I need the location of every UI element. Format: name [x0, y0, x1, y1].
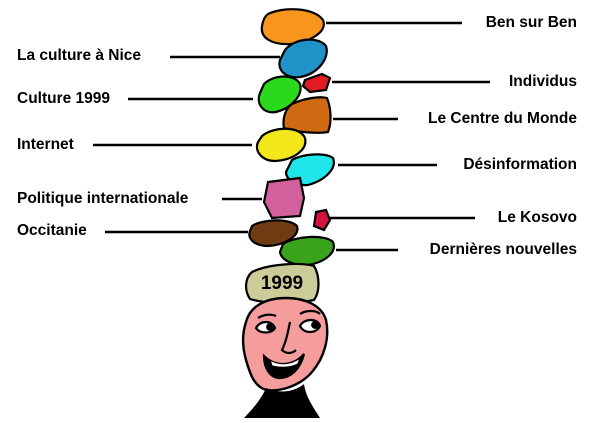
menu-link-individus[interactable]: Individus — [508, 73, 577, 90]
year-badge — [245, 262, 320, 304]
ben-body — [244, 384, 320, 418]
menu-link-le-centre-du-monde[interactable]: Le Centre du Monde — [428, 110, 577, 127]
right-pupil-icon — [311, 321, 319, 329]
year-badge-label: 1999 — [261, 273, 303, 294]
menu-link-la-culture-a-nice[interactable]: La culture à Nice — [17, 47, 142, 64]
menu-link-desinformation[interactable]: Désinformation — [463, 156, 577, 173]
menu-link-le-kosovo[interactable]: Le Kosovo — [497, 209, 577, 226]
menu-link-dernieres-nouvelles[interactable]: Dernières nouvelles — [429, 241, 577, 258]
stone-dernieres-nouvelles[interactable] — [278, 235, 335, 267]
stone-internet[interactable] — [255, 127, 307, 163]
stone-la-culture-a-nice[interactable] — [278, 38, 328, 79]
menu-link-ben-sur-ben[interactable]: Ben sur Ben — [485, 14, 577, 31]
stone-le-kosovo[interactable] — [312, 208, 332, 232]
menu-link-occitanie[interactable]: Occitanie — [17, 222, 87, 239]
menu-link-culture-1999[interactable]: Culture 1999 — [17, 90, 111, 107]
right-eyebrow-icon — [299, 309, 321, 315]
face-features — [254, 309, 322, 380]
teeth-icon — [268, 356, 302, 368]
nose-icon — [280, 321, 297, 355]
stone-ben-sur-ben[interactable] — [260, 8, 325, 46]
left-pupil-icon — [266, 323, 274, 331]
menu-link-internet[interactable]: Internet — [17, 136, 74, 153]
left-eyebrow-icon — [257, 313, 277, 319]
stone-individus[interactable] — [301, 72, 332, 94]
stone-le-centre-du-monde[interactable] — [282, 96, 332, 134]
stone-politique-internationale[interactable] — [262, 176, 306, 220]
menu-link-politique-internationale[interactable]: Politique internationale — [17, 190, 189, 207]
